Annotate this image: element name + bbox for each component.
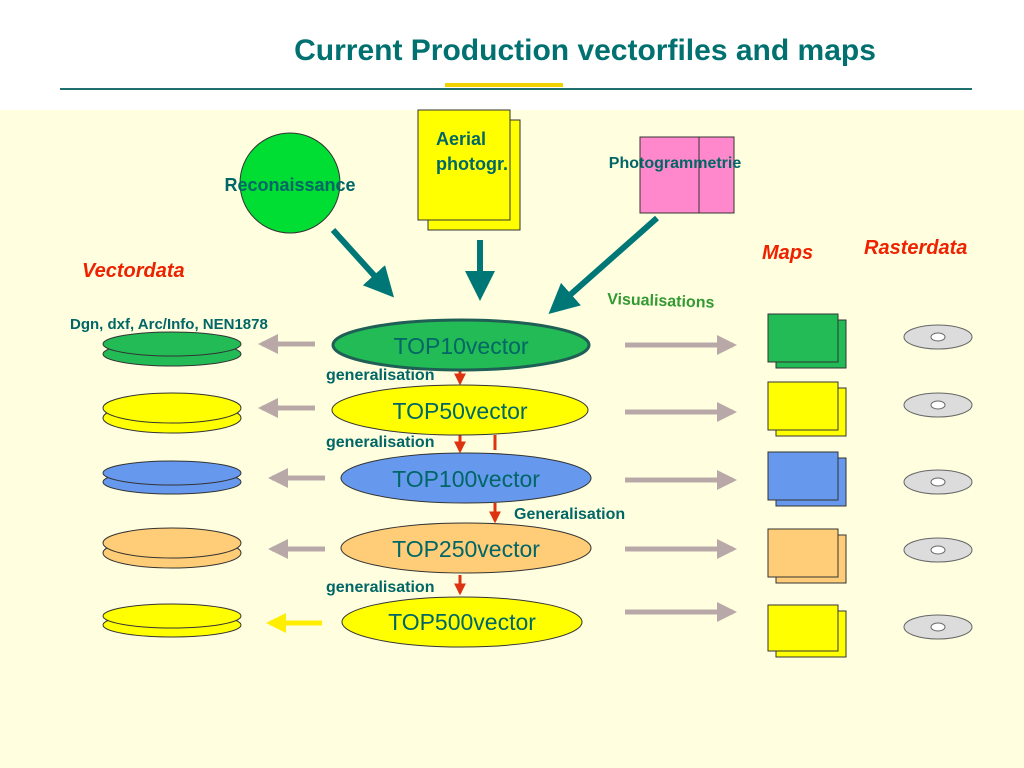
product-ellipse-top250 [340, 522, 592, 574]
vectordata-label: Vectordata [82, 260, 185, 282]
generalisation-label-4: generalisation [326, 579, 434, 596]
generalisation-label-3: Generalisation [514, 506, 625, 523]
product-label-top250: TOP250vector [392, 536, 540, 562]
raster-disc-hole [930, 477, 946, 487]
arrow-reconnaissance-to-top10 [330, 227, 395, 298]
vector-file-disc-top [102, 527, 242, 559]
map-sheet-front [767, 528, 839, 578]
title-accent-bar [445, 83, 563, 87]
arrow-photogrammetrie-to-top10 [548, 215, 659, 314]
page-title: Current Production vectorfiles and maps [294, 34, 876, 67]
map-sheet-front [767, 381, 839, 431]
product-label-top10: TOP10vector [393, 333, 528, 359]
product-ellipse-top50 [331, 384, 589, 436]
aerial-label-line1: Aerial [436, 129, 486, 149]
map-sheet-front [767, 313, 839, 363]
title-band [0, 0, 1024, 110]
vector-file-disc-top [102, 460, 242, 486]
aerial-label-line2: photogr. [436, 154, 508, 174]
product-ellipse-top500 [341, 596, 583, 648]
raster-disc-hole [930, 622, 946, 632]
product-ellipse-top100 [340, 452, 592, 504]
aerial-photo-sheet-front [417, 109, 511, 221]
photogrammetrie-box [639, 136, 735, 214]
raster-disc-hole [930, 545, 946, 555]
reconnaissance-label: Reconaissance [224, 175, 355, 195]
rasterdata-label: Rasterdata [864, 237, 967, 259]
maps-label: Maps [762, 242, 813, 264]
product-label-top50: TOP50vector [392, 398, 527, 424]
map-sheet-front [767, 604, 839, 652]
product-label-top500: TOP500vector [388, 609, 536, 635]
raster-disc-hole [930, 400, 946, 410]
reconnaissance-circle [239, 132, 341, 234]
generalisation-label-1: generalisation [326, 367, 434, 384]
product-ellipse-top10 [331, 318, 591, 372]
vector-file-disc-top [102, 331, 242, 357]
vector-file-disc-top [102, 603, 242, 629]
formats-label: Dgn, dxf, Arc/Info, NEN1878 [70, 316, 268, 333]
product-label-top100: TOP100vector [392, 466, 540, 492]
title-underline [60, 88, 972, 90]
map-sheet-front [767, 451, 839, 501]
generalisation-label-2: generalisation [326, 434, 434, 451]
raster-disc-hole [930, 332, 946, 342]
visualisations-label: Visualisations [607, 291, 715, 312]
vector-file-disc-top [102, 392, 242, 424]
photogrammetrie-label: Photogrammetrie [609, 155, 742, 172]
